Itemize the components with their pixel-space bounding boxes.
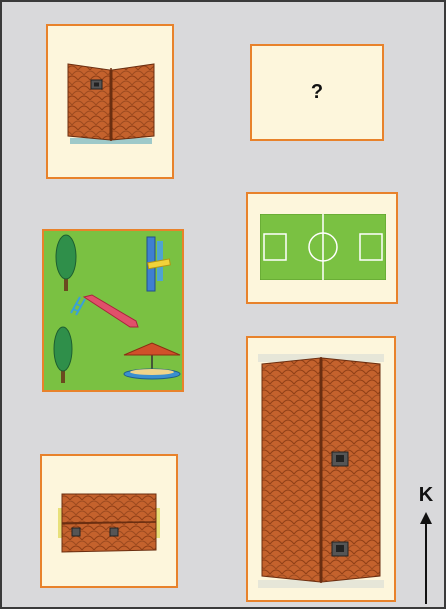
roof-wide-card[interactable] — [40, 454, 178, 588]
football-pitch-icon — [260, 214, 386, 280]
football-pitch-card[interactable] — [246, 192, 398, 304]
seesaw-icon — [147, 237, 170, 291]
question-mark: ? — [252, 46, 382, 139]
roof-icon — [58, 490, 160, 556]
tree-icon — [56, 235, 76, 279]
roof-small-card[interactable] — [46, 24, 174, 179]
north-label: K — [414, 484, 438, 507]
playground-card[interactable] — [42, 229, 184, 392]
roof-icon — [66, 60, 156, 146]
playground-icon — [44, 231, 182, 390]
roof-tall-card[interactable] — [246, 336, 396, 602]
arrow-up-icon — [414, 512, 438, 608]
sandbox-icon — [124, 343, 180, 379]
north-arrow: K — [414, 484, 438, 608]
unknown-card[interactable]: ? — [250, 44, 384, 141]
roof-icon — [258, 354, 384, 588]
slide-icon — [71, 295, 138, 327]
tree-icon — [54, 327, 72, 371]
